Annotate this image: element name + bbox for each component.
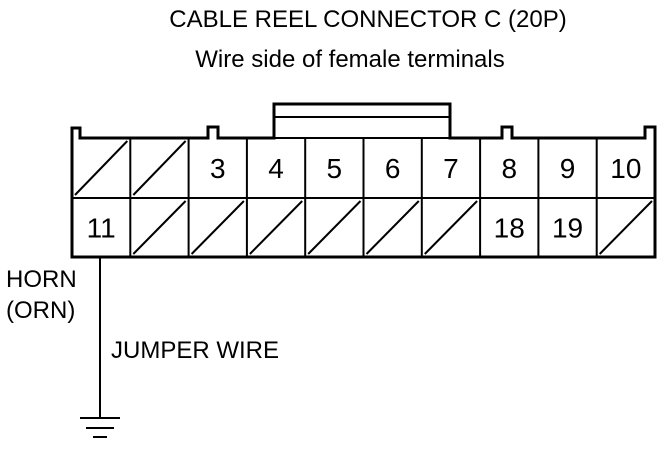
empty-terminal-slash	[365, 200, 420, 255]
empty-terminal-slash	[132, 140, 187, 196]
empty-terminal-slash	[132, 200, 187, 255]
empty-terminal-slash	[190, 200, 245, 255]
empty-terminal-slash	[598, 200, 653, 255]
terminal-number-8: 8	[501, 153, 517, 184]
empty-terminal-slash	[74, 140, 129, 196]
diagram-subtitle: Wire side of female terminals	[195, 46, 504, 73]
ground-icon	[80, 417, 120, 438]
wire-label-color: (ORN)	[6, 297, 75, 324]
diagram-title: CABLE REEL CONNECTOR C (20P)	[169, 6, 566, 33]
terminal-number-4: 4	[268, 153, 284, 184]
terminal-number-6: 6	[385, 153, 401, 184]
terminal-number-9: 9	[560, 153, 576, 184]
terminal-number-7: 7	[443, 153, 459, 184]
terminal-number-18: 18	[494, 213, 525, 244]
connector-housing	[70, 102, 657, 259]
terminal-number-3: 3	[210, 153, 226, 184]
wire-label-horn: HORN	[6, 266, 77, 293]
terminal-number-11: 11	[87, 213, 116, 244]
terminal-grid: 3 4 5 6 7 8 9 10 11 18 19	[72, 138, 655, 257]
empty-terminal-slash	[424, 200, 478, 255]
terminal-number-19: 19	[552, 213, 583, 244]
terminal-number-10: 10	[610, 153, 641, 184]
jumper-wire-label: JUMPER WIRE	[111, 337, 279, 364]
terminal-number-5: 5	[327, 153, 343, 184]
empty-terminal-slash	[249, 200, 303, 255]
empty-terminal-slash	[307, 200, 362, 255]
